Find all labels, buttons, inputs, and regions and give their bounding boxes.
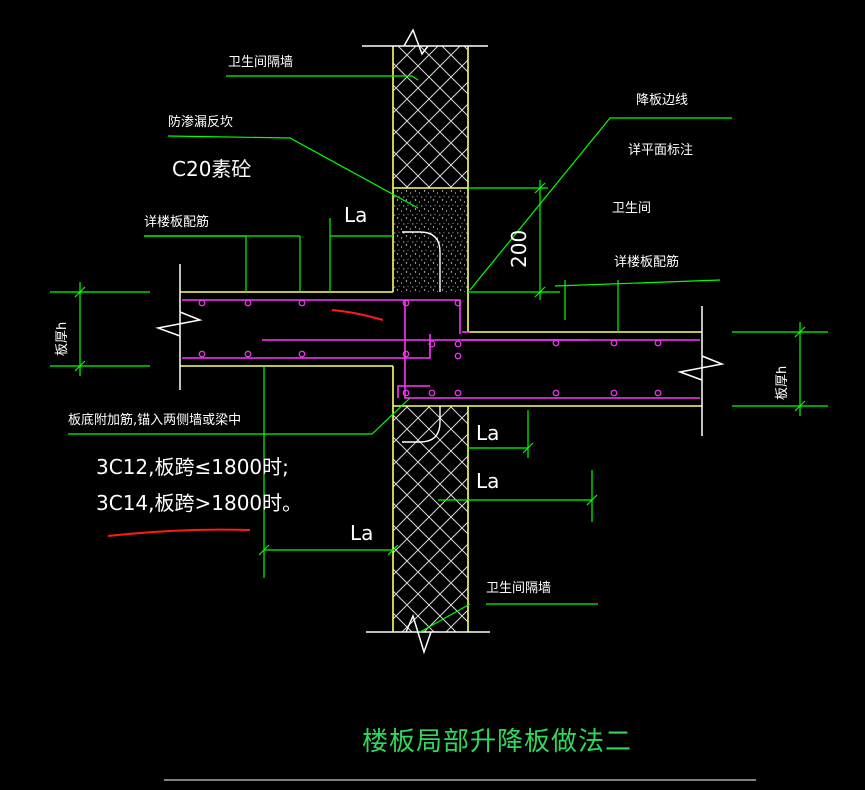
partition-wall-bottom — [366, 406, 490, 655]
bathroom-label: 卫生间 — [612, 201, 651, 216]
thickness-left-label: 板厚h — [55, 322, 70, 356]
leader-lines — [68, 75, 732, 633]
wall-bottom-label: 卫生间隔墙 — [486, 581, 551, 596]
see-plan-label: 详平面标注 — [628, 143, 693, 158]
slab-reinf-right-label: 详楼板配筋 — [614, 254, 679, 270]
slab-reinf-left-label: 详楼板配筋 — [144, 214, 209, 230]
rebar-layout — [182, 299, 700, 399]
slab-edge-label: 降板边线 — [636, 93, 688, 108]
rebar-dots — [198, 299, 662, 397]
waterproof-curb — [393, 187, 468, 292]
waterproof-curb-label: 防渗漏反坎 — [168, 114, 233, 130]
rule-line-2: 3C14,板跨>1800时。 — [96, 491, 302, 515]
drawing-title: 楼板局部升降板做法二 — [362, 727, 632, 757]
dimension-lines — [50, 180, 828, 578]
curb-bent-bar — [402, 231, 441, 443]
wall-top-label: 卫生间隔墙 — [228, 55, 293, 70]
slab-left-upper — [155, 264, 469, 406]
thickness-right-label: 板厚h — [775, 366, 790, 400]
concrete-grade-label: C20素砼 — [172, 157, 251, 181]
slab-right-lower — [393, 306, 725, 436]
la-right-2-label: La — [476, 469, 499, 493]
additional-bars-label: 板底附加筋,锚入两侧墙或梁中 — [68, 412, 241, 428]
la-top-label: La — [344, 203, 367, 227]
la-bottom-label: La — [350, 521, 373, 545]
rule-line-1: 3C12,板跨≤1800时; — [96, 455, 289, 479]
red-annotation-marks — [107, 309, 384, 537]
partition-wall-top — [362, 28, 488, 292]
la-right-1-label: La — [476, 421, 499, 445]
dim-200-label: 200 — [507, 230, 531, 268]
